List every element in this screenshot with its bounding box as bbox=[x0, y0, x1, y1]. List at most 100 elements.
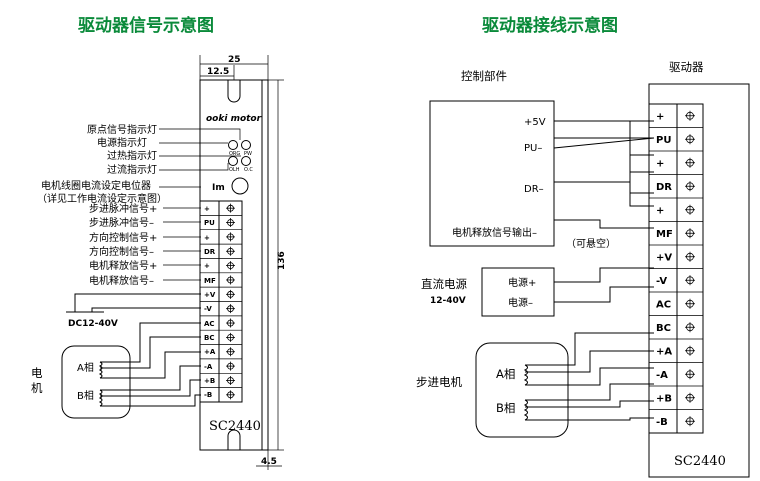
right-phase-b: B相 bbox=[496, 401, 515, 415]
signal-label-5: 电机释放信号– bbox=[89, 274, 154, 287]
screw-terminal-icon bbox=[226, 218, 235, 228]
signal-label-2: 方向控制信号+ bbox=[89, 231, 157, 244]
screw-terminal-icon bbox=[685, 228, 695, 239]
ctrl-term-pu: PU– bbox=[524, 143, 542, 154]
right-pin-9: BC bbox=[656, 323, 671, 334]
screw-terminal-icon bbox=[685, 181, 695, 192]
left-model: SC2440 bbox=[209, 419, 261, 434]
screw-terminal-icon bbox=[685, 392, 695, 403]
psu-minus: 电源– bbox=[508, 296, 533, 309]
led-group bbox=[228, 140, 251, 166]
right-title: 驱动器接线示意图 bbox=[482, 15, 618, 36]
left-pin-3: DR bbox=[204, 248, 216, 256]
signal-label-3: 方向控制信号– bbox=[89, 245, 154, 258]
left-motor-label-2: 机 bbox=[31, 381, 43, 395]
psu-wires bbox=[554, 267, 654, 303]
right-pin-3: DR bbox=[656, 182, 672, 193]
left-motor-label-1: 电 bbox=[31, 366, 43, 380]
screw-terminal-icon bbox=[685, 416, 695, 427]
left-terminal-block bbox=[199, 200, 243, 403]
screw-terminal-icon bbox=[685, 251, 695, 262]
right-pin-12: +B bbox=[656, 393, 672, 404]
screw-terminal-icon bbox=[226, 347, 235, 357]
dim-width: 25 bbox=[228, 55, 241, 65]
screw-terminal-icon bbox=[226, 390, 235, 400]
screw-terminal-icon bbox=[226, 275, 235, 285]
led-label-overcurrent: 过流指示灯 bbox=[107, 163, 157, 176]
screw-terminal-icon bbox=[685, 204, 695, 215]
right-pin-7: -V bbox=[656, 276, 667, 287]
led-leaders bbox=[159, 128, 241, 171]
left-pin-2: + bbox=[204, 234, 210, 242]
screw-terminal-icon bbox=[685, 157, 695, 168]
left-coil-icons bbox=[98, 361, 103, 407]
screw-terminal-icon bbox=[226, 203, 235, 213]
right-pin-5: MF bbox=[656, 229, 673, 240]
screw-terminal-icon bbox=[226, 304, 235, 314]
left-title: 驱动器信号示意图 bbox=[78, 15, 214, 36]
right-pin-8: AC bbox=[656, 299, 671, 310]
right-pin-2: + bbox=[656, 158, 664, 169]
psu-plus: 电源+ bbox=[508, 276, 536, 289]
right-pin-1: PU bbox=[656, 135, 671, 146]
float-note: （可悬空） bbox=[566, 237, 616, 250]
right-motor-box bbox=[475, 342, 569, 438]
left-pin-12: +B bbox=[204, 377, 215, 385]
led-label-origin: 原点信号指示灯 bbox=[87, 123, 157, 136]
right-pin-4: + bbox=[656, 205, 664, 216]
left-pin-9: BC bbox=[204, 334, 214, 342]
left-screw-icons bbox=[226, 203, 235, 400]
right-motor-wires bbox=[525, 332, 654, 421]
signal-label-1: 步进脉冲信号– bbox=[89, 216, 154, 229]
left-pin-5: MF bbox=[204, 277, 216, 285]
control-wires bbox=[553, 120, 655, 229]
right-terminal-block bbox=[648, 103, 704, 434]
led-label-overheat: 过热指示灯 bbox=[107, 149, 157, 162]
right-pin-0: + bbox=[656, 111, 664, 122]
left-pin-13: -B bbox=[204, 391, 212, 399]
psu-voltage: 12-40V bbox=[430, 296, 466, 306]
screw-terminal-icon bbox=[685, 345, 695, 356]
right-pin-6: +V bbox=[656, 252, 672, 263]
screw-terminal-icon bbox=[226, 318, 235, 328]
driver-title: 驱动器 bbox=[669, 60, 704, 74]
led-label-power: 电源指示灯 bbox=[97, 136, 147, 149]
right-pin-11: -A bbox=[656, 370, 668, 381]
top-dimensions: 25 12.5 bbox=[199, 55, 269, 80]
dim-height: 136 bbox=[277, 251, 287, 270]
power-supply-box bbox=[481, 267, 555, 317]
control-box bbox=[429, 100, 555, 247]
screw-terminal-icon bbox=[685, 322, 695, 333]
led-small-pw: PW bbox=[244, 151, 252, 157]
screw-terminal-icon bbox=[685, 110, 695, 121]
screw-terminal-icon bbox=[226, 246, 235, 256]
right-dimensions bbox=[256, 79, 284, 470]
pot-note: （详见工作电流设定示意图） bbox=[37, 192, 167, 205]
screw-terminal-icon bbox=[226, 232, 235, 242]
left-pin-4: + bbox=[204, 262, 210, 270]
signal-leaders bbox=[163, 207, 201, 281]
left-motor-wires bbox=[100, 322, 201, 407]
signal-label-0: 步进脉冲信号+ bbox=[89, 202, 157, 215]
ctrl-term-5v: +5V bbox=[524, 117, 546, 128]
left-pin-10: +A bbox=[204, 348, 216, 356]
left-pin-6: +V bbox=[204, 291, 216, 299]
right-motor-label: 步进电机 bbox=[416, 375, 462, 389]
screw-terminal-icon bbox=[685, 298, 695, 309]
dim-bottom: 4.5 bbox=[261, 457, 277, 467]
brand-logo: ooki motor bbox=[206, 114, 262, 124]
left-phase-a: A相 bbox=[77, 361, 94, 374]
ctrl-title: 控制部件 bbox=[461, 69, 507, 83]
right-model: SC2440 bbox=[674, 454, 726, 469]
screw-terminal-icon bbox=[226, 375, 235, 385]
dim-offset: 12.5 bbox=[207, 67, 229, 77]
screw-terminal-icon bbox=[226, 261, 235, 271]
screw-terminal-icon bbox=[685, 369, 695, 380]
dc-label: DC12-40V bbox=[68, 319, 118, 329]
led-small-olh: OLH bbox=[229, 167, 240, 173]
right-pin-13: -B bbox=[656, 417, 668, 428]
psu-label: 直流电源 bbox=[421, 277, 467, 291]
left-pin-0: + bbox=[204, 205, 210, 213]
led-small-org: ORG bbox=[229, 151, 240, 157]
right-pin-10: +A bbox=[656, 346, 672, 357]
